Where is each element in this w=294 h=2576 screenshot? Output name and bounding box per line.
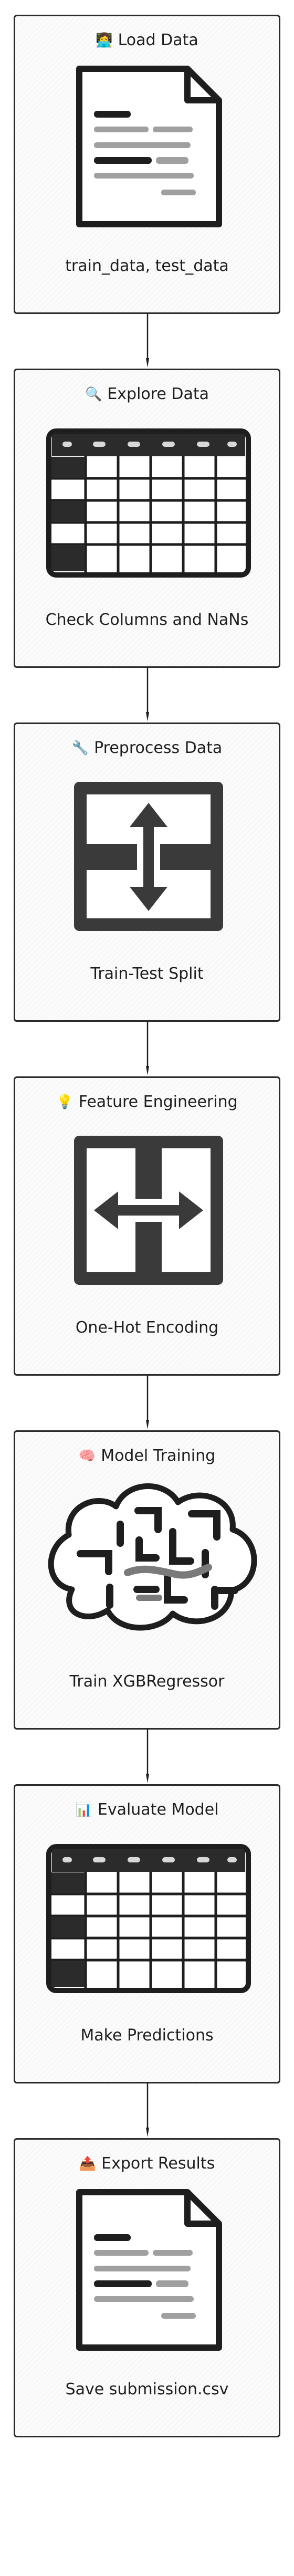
flow-arrow: [146, 2083, 149, 2137]
flow-arrow: [146, 314, 149, 368]
step-caption: Make Predictions: [80, 2026, 214, 2045]
step-feature-engineering: 💡Feature Engineering One-Hot Encoding: [14, 1076, 280, 1376]
step-title: 📊 Evaluate Model: [15, 1800, 279, 1819]
step-caption: train_data, test_data: [65, 257, 229, 275]
step-emoji: 📤: [79, 2156, 97, 2172]
step-caption: Check Columns and NaNs: [45, 611, 249, 629]
step-title-text: Preprocess Data: [94, 739, 223, 757]
split-horizontal-icon: [74, 1136, 223, 1285]
step-emoji: 📊: [75, 1802, 92, 1818]
step-caption: Train-Test Split: [90, 965, 204, 983]
step-load-data: 👩‍💻 Load Data train_data, test_data: [14, 15, 280, 314]
document-icon: [76, 66, 222, 227]
step-title-text: Export Results: [101, 2154, 215, 2173]
table-icon: [46, 428, 251, 578]
step-title-text: Explore Data: [107, 385, 209, 403]
step-export-results: 📤Export Results Save submission.csv: [14, 2138, 280, 2437]
step-emoji: 🔧: [71, 740, 89, 756]
step-emoji: 👩‍💻: [96, 33, 113, 48]
step-title-text: Model Training: [101, 1447, 216, 1465]
step-preprocess-data: 🔧 Preprocess Data Train-Test Split: [14, 722, 280, 1022]
flow-arrow: [146, 1730, 149, 1783]
flow-arrow: [146, 668, 149, 721]
step-title-text: Evaluate Model: [97, 1800, 219, 1819]
step-title: 🧠 Model Training: [15, 1447, 279, 1465]
step-title-text: Load Data: [118, 31, 198, 49]
step-emoji: 🔍: [85, 386, 102, 402]
step-caption: One-Hot Encoding: [75, 1318, 219, 1337]
step-model-training: 🧠 Model Training Train XGBRegressor: [14, 1430, 280, 1730]
step-emoji: 🧠: [78, 1448, 96, 1464]
step-title-text: Feature Engineering: [78, 1093, 238, 1111]
step-title: 📤Export Results: [15, 2154, 279, 2173]
step-emoji: 💡: [56, 1094, 74, 1110]
step-title: 👩‍💻 Load Data: [15, 31, 279, 50]
step-caption: Train XGBRegressor: [69, 1672, 225, 1691]
step-caption: Save submission.csv: [65, 2380, 229, 2399]
step-title: 🔧 Preprocess Data: [15, 739, 279, 758]
brain-icon: [48, 1483, 257, 1631]
step-evaluate-model: 📊 Evaluate Model Make Predictions: [14, 1784, 280, 2083]
flow-arrow: [146, 1376, 149, 1429]
step-title: 🔍 Explore Data: [15, 385, 279, 404]
step-title: 💡Feature Engineering: [15, 1093, 279, 1112]
table-icon: [46, 1844, 251, 1993]
step-explore-data: 🔍 Explore Data Check Columns and NaNs: [14, 369, 280, 668]
document-icon: [76, 2189, 222, 2351]
split-vertical-icon: [74, 782, 223, 931]
flow-arrow: [146, 1022, 149, 1075]
